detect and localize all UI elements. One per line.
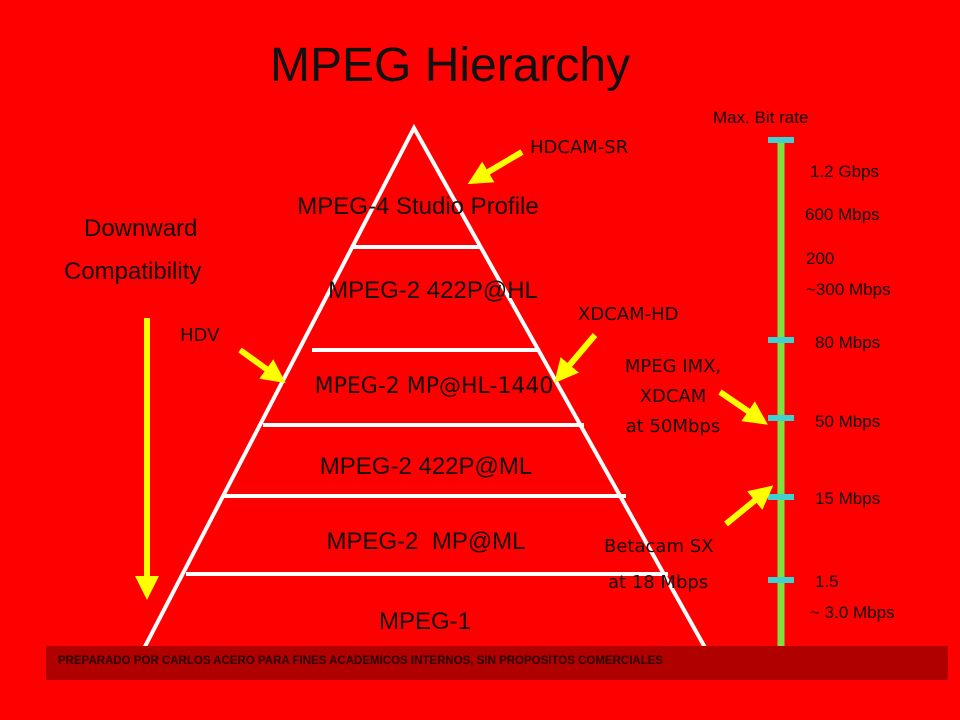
bitrate-label-200: 200 (806, 249, 835, 268)
level-mpeg4-studio: MPEG-4 Studio Profile (297, 193, 539, 220)
pyramid-outline (136, 123, 714, 661)
annotation-betacam-sx-line1: Betacam SX (604, 536, 714, 557)
level-mpeg2-mp-hl-1440: MPEG-2 MP@HL-1440 (314, 374, 554, 399)
annotation-hdcam-sr: HDCAM-SR (530, 137, 629, 158)
level-mpeg1: MPEG-1 (378, 608, 471, 635)
annotation-xdcam-hd: XDCAM-HD (578, 304, 679, 325)
footer-text: PREPARADO POR CARLOS ACERO PARA FINES AC… (58, 655, 664, 667)
compatibility-label-line1: Downward (84, 215, 198, 242)
bitrate-scale (768, 137, 794, 671)
compatibility-label-line2: Compatibility (64, 258, 202, 285)
level-mpeg2-422p-hl: MPEG-2 422P@HL (328, 277, 538, 304)
annotation-mpeg-imx-line2: XDCAM (639, 386, 707, 407)
annotation-hdv: HDV (180, 325, 220, 346)
annotation-mpeg-imx: MPEG IMX, XDCAM at 50Mbps (608, 352, 738, 442)
bitrate-label-80mbps: 80 Mbps (815, 333, 881, 352)
footer-banner: PREPARADO POR CARLOS ACERO PARA FINES AC… (46, 646, 948, 680)
bitrate-header: Max. Bit rate (713, 108, 809, 127)
level-mpeg2-422p-ml: MPEG-2 422P@ML (319, 453, 533, 480)
arrow-xdcam-hd (554, 333, 598, 384)
arrow-betacam-sx (724, 485, 774, 527)
arrow-hdv (238, 347, 286, 384)
pyramid (136, 123, 714, 661)
bitrate-label-50mbps: 50 Mbps (815, 412, 881, 431)
arrow-mpeg-imx (718, 389, 768, 425)
bitrate-label-1-5: 1.5 (815, 572, 839, 591)
arrow-hdcam-sr (467, 149, 524, 185)
page-title: MPEG Hierarchy (270, 39, 631, 92)
bitrate-label-300mbps: ~300 Mbps (806, 280, 891, 299)
level-mpeg2-mp-ml: MPEG-2 MP@ML (326, 528, 526, 555)
bitrate-label-3mbps: ~ 3.0 Mbps (810, 603, 895, 622)
bitrate-label-600mbps: 600 Mbps (805, 205, 880, 224)
bitrate-label-15mbps: 15 Mbps (815, 489, 881, 508)
annotation-mpeg-imx-line1: MPEG IMX, (624, 356, 722, 377)
bitrate-label-1-2gbps: 1.2 Gbps (810, 162, 879, 181)
annotation-betacam-sx-line2: at 18 Mbps (608, 572, 709, 593)
annotation-mpeg-imx-line3: at 50Mbps (625, 416, 721, 437)
